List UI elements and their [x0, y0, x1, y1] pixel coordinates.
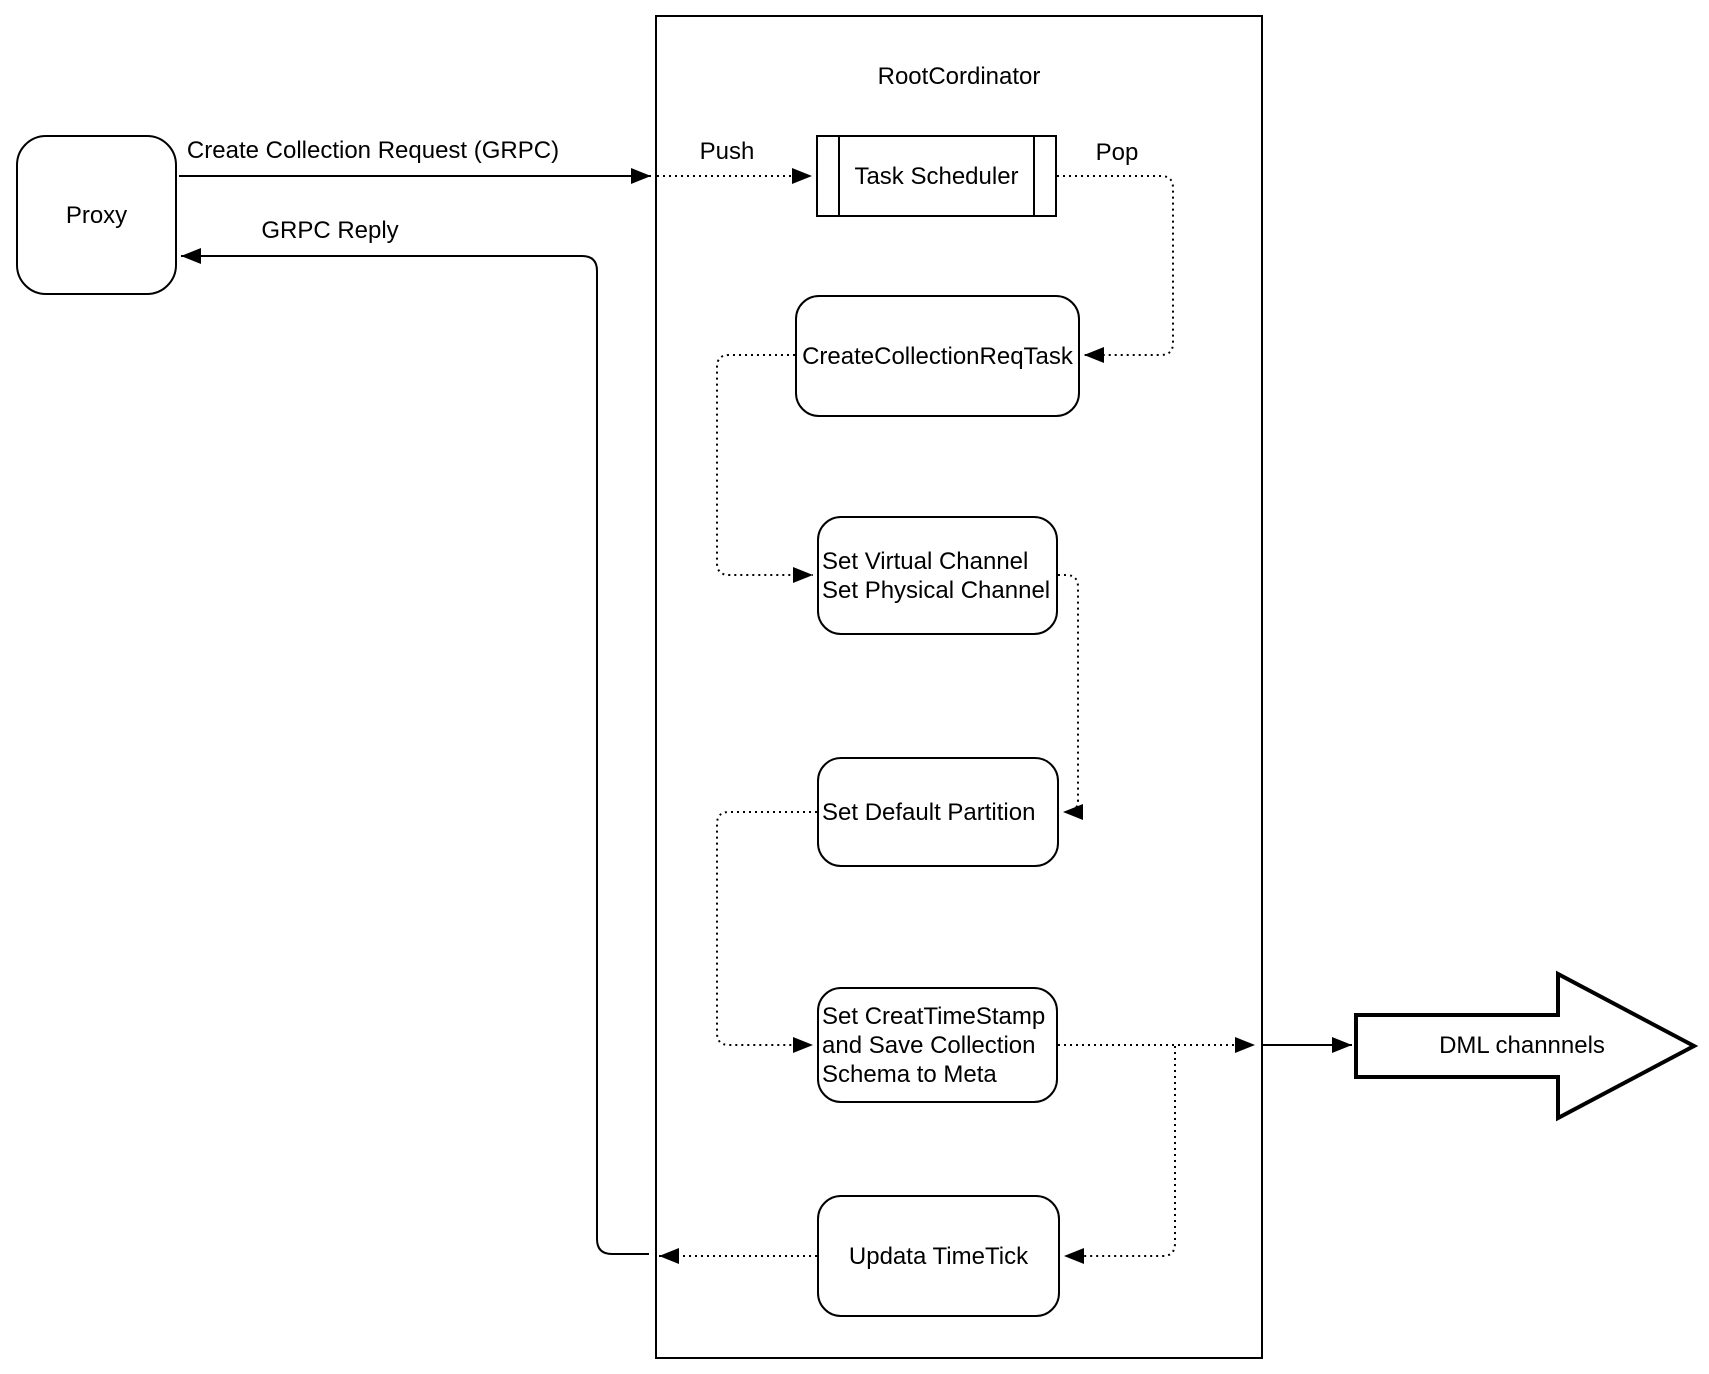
set-channels-line-2: Set Physical Channel — [822, 576, 1051, 604]
dml-channels-arrow-shape — [1354, 970, 1699, 1122]
root-coordinator-title: RootCordinator — [877, 63, 1041, 90]
process-bar-right — [1033, 135, 1035, 217]
node-task-scheduler: Task Scheduler — [816, 135, 1057, 217]
edge-to-set-default-partition — [1058, 574, 1083, 820]
proxy-label: Proxy — [65, 201, 128, 229]
create-collection-req-task-label: CreateCollectionReqTask — [802, 342, 1073, 370]
edge-label-grpc-reply: GRPC Reply — [257, 217, 403, 245]
root-coordinator-container: RootCordinator — [655, 15, 1263, 1359]
set-timestamp-line-3: Schema to Meta — [822, 1060, 997, 1088]
edge-label-pop: Pop — [1091, 139, 1143, 167]
node-set-channels: Set Virtual Channel Set Physical Channel — [817, 516, 1058, 635]
set-timestamp-line-2: and Save Collection — [822, 1031, 1036, 1059]
node-create-collection-req-task: CreateCollectionReqTask — [795, 295, 1080, 417]
set-default-partition-label: Set Default Partition — [822, 798, 1036, 826]
node-set-default-partition: Set Default Partition — [817, 757, 1059, 867]
process-bar-left — [838, 135, 840, 217]
set-timestamp-line-1: Set CreatTimeStamp — [822, 1002, 1046, 1030]
set-channels-line-1: Set Virtual Channel — [822, 547, 1029, 575]
edge-label-create-collection-request: Create Collection Request (GRPC) — [182, 137, 564, 165]
edge-grpc-reply — [181, 248, 649, 1255]
edge-to-set-timestamp — [716, 811, 817, 1053]
edge-pop — [1057, 175, 1174, 363]
node-set-timestamp-save-schema: Set CreatTimeStamp and Save Collection S… — [817, 987, 1058, 1103]
node-update-timetick: Updata TimeTick — [817, 1195, 1060, 1317]
task-scheduler-label: Task Scheduler — [854, 162, 1019, 190]
edge-to-set-channels — [716, 354, 813, 583]
dml-channels-label: DML channnels — [1439, 1032, 1605, 1059]
edge-to-update-timetick — [1064, 1046, 1176, 1264]
node-proxy: Proxy — [16, 135, 177, 295]
update-timetick-label: Updata TimeTick — [848, 1242, 1029, 1270]
edge-label-push: Push — [695, 138, 759, 166]
